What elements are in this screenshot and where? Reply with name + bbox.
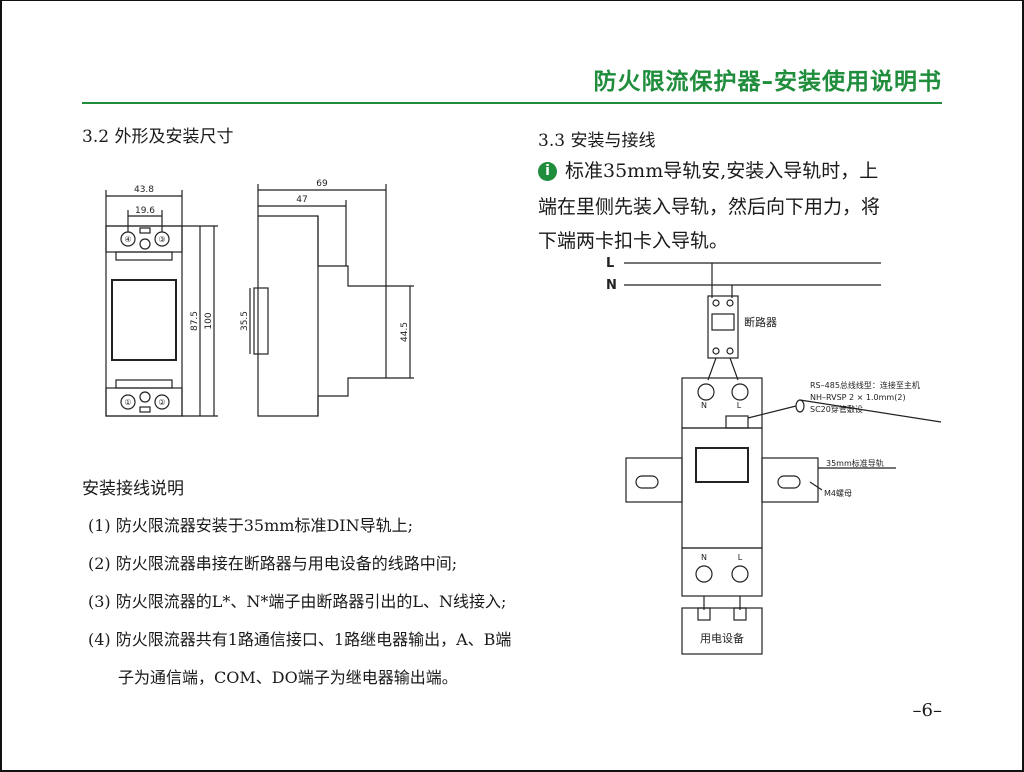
- wiring-note-2: (2) 防火限流器串接在断路器与用电设备的线路中间;: [88, 554, 458, 573]
- dimension-drawing: 43.8 19.6 87.5 100 69 47 35.5 44.5 ④ ③ ①…: [105, 179, 414, 417]
- page-frame-right: [1022, 0, 1024, 772]
- nut-label: M4螺母: [824, 488, 852, 498]
- info-icon: i: [538, 162, 557, 181]
- side-view-outline: [257, 215, 387, 417]
- section-heading-wiring: 3.3 安装与接线: [538, 131, 656, 151]
- terminal-4-label: ④: [124, 235, 131, 244]
- wiring-notes-title: 安装接线说明: [82, 479, 184, 499]
- din-rail-left: [625, 457, 683, 503]
- terminal-n-top-label: N: [701, 401, 707, 410]
- header-divider: [82, 102, 942, 104]
- dim-overall-width: 43.8: [134, 185, 154, 195]
- terminal-2-label: ②: [158, 398, 165, 407]
- load-device-label: 用电设备: [700, 631, 744, 645]
- wiring-note-3: (3) 防火限流器的L*、N*端子由断路器引出的L、N线接入;: [88, 592, 507, 611]
- dim-inner-height: 87.5: [190, 311, 200, 331]
- wiring-note-4-continued: 子为通信端，COM、DO端子为继电器输出端。: [118, 668, 458, 687]
- limiter-body: [681, 427, 763, 549]
- load-device: [681, 607, 763, 655]
- terminal-3-label: ③: [158, 235, 165, 244]
- cable-note-line-1: RS–485总线线型：连接至主机: [810, 380, 920, 390]
- line-l-label: L: [606, 256, 614, 271]
- dim-rail-gap: 35.5: [240, 311, 250, 331]
- dim-terminal-width: 19.6: [135, 206, 155, 216]
- page-frame-top: [0, 0, 1024, 1]
- page-number: –6–: [912, 700, 942, 721]
- cable-note-line-3: SC20穿管敷设: [810, 404, 863, 414]
- terminal-1-label: ①: [124, 398, 131, 407]
- page-frame-left: [0, 0, 2, 772]
- breaker-label: 断路器: [744, 315, 777, 329]
- section-heading-dimensions: 3.2 外形及安装尺寸: [82, 127, 234, 147]
- dim-body-depth: 47: [296, 195, 307, 205]
- page-title: 防火限流保护器–安装使用说明书: [593, 69, 942, 95]
- terminal-l-top-label: L: [737, 401, 742, 410]
- dim-outer-height: 100: [204, 312, 214, 329]
- wiring-note-4: (4) 防火限流器共有1路通信接口、1路继电器输出，A、B端: [88, 630, 512, 649]
- wiring-diagram: L N 断路器 N L N L RS–485总线线型：连接至主机 NH–RVSP…: [606, 256, 942, 655]
- breaker: [707, 295, 739, 359]
- wiring-note-1: (1) 防火限流器安装于35mm标准DIN导轨上;: [88, 516, 413, 535]
- page-frame-bottom: [0, 770, 1024, 772]
- terminal-n-bottom-label: N: [701, 553, 707, 562]
- limiter-bottom-terminal: [681, 547, 763, 597]
- din-rail-right: [761, 457, 819, 503]
- dim-overall-depth: 69: [316, 179, 328, 189]
- terminal-l-bottom-label: L: [738, 553, 743, 562]
- dim-body-height: 44.5: [400, 322, 410, 342]
- rail-label: 35mm标准导轨: [826, 458, 884, 468]
- cable-note-line-2: NH–RVSP 2 × 1.0mm(2): [810, 393, 906, 402]
- install-tip-line-3: 下端两卡扣卡入导轨。: [538, 230, 729, 252]
- install-tip-line-2: 端在里侧先装入导轨，然后向下用力，将: [538, 196, 881, 218]
- limiter-top-terminal: [681, 377, 763, 429]
- line-n-label: N: [606, 278, 617, 293]
